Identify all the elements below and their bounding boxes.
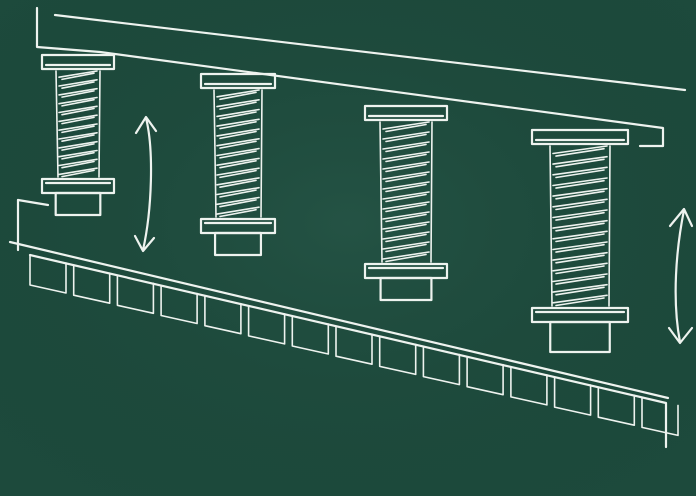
spring-4 — [530, 128, 630, 354]
foot-4 — [160, 284, 198, 325]
foot-2 — [72, 264, 111, 305]
foot-11 — [466, 355, 504, 396]
spring-top-plate — [363, 104, 449, 122]
foot-1 — [29, 254, 67, 294]
spring-top-plate — [530, 128, 630, 146]
double-arrow-left-icon — [133, 115, 158, 253]
foot-3 — [116, 274, 155, 315]
foot-13 — [553, 376, 592, 416]
spring-top-plate — [199, 72, 277, 90]
spring-1 — [40, 53, 116, 217]
foot-5 — [204, 294, 242, 335]
spring-columns — [40, 53, 630, 354]
spring-top-plate — [40, 53, 116, 71]
foot-10 — [422, 345, 461, 386]
foot-6 — [247, 305, 286, 345]
double-arrow-right-icon — [667, 207, 694, 345]
foot-12 — [510, 366, 548, 406]
spring-base-block — [379, 276, 433, 302]
upper-beam — [35, 6, 687, 148]
foot-7 — [291, 315, 330, 355]
spring-2 — [199, 72, 277, 257]
lower-beam-feet — [29, 254, 679, 437]
foot-9 — [378, 335, 417, 376]
foot-8 — [335, 325, 373, 366]
spring-3 — [363, 104, 449, 302]
spring-base-block — [213, 231, 263, 257]
foot-15 — [641, 396, 679, 437]
foot-14 — [597, 386, 636, 427]
spring-base-block — [549, 320, 611, 354]
spring-base-block — [54, 191, 102, 217]
